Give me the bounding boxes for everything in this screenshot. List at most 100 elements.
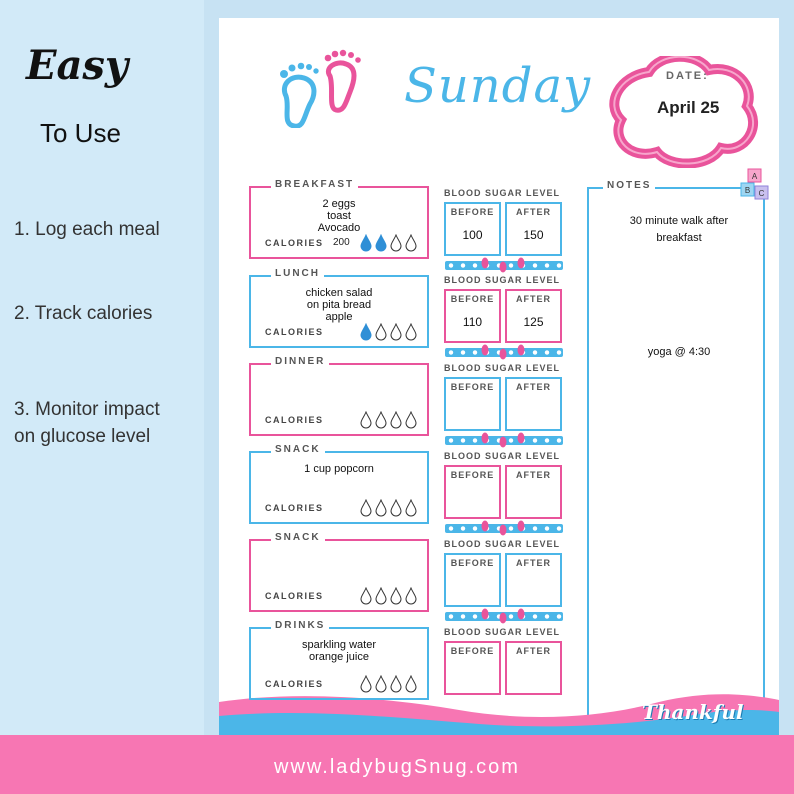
drop-empty-icon [390, 587, 402, 605]
blood-sugar-label: BLOOD SUGAR LEVEL [444, 539, 561, 549]
water-drops [360, 411, 417, 429]
drop-empty-icon [390, 323, 402, 341]
after-value: 125 [523, 315, 544, 329]
calories-label: CALORIES [265, 415, 324, 425]
water-drops [360, 323, 417, 341]
step-log-meal: 1. Log each meal [14, 219, 160, 240]
after-value: 150 [523, 228, 544, 242]
date-value: April 25 [657, 98, 720, 117]
meal-box-3: DINNER CALORIES [249, 356, 429, 436]
before-box: BEFORE [444, 553, 501, 607]
meal-entry: 1 cup popcorn [304, 463, 374, 475]
step-monitor-glucose: 3. Monitor impact on glucose level [14, 399, 160, 447]
meal-label: DRINKS [271, 620, 330, 631]
blood-sugar-label: BLOOD SUGAR LEVEL [444, 188, 561, 198]
after-box: AFTER [505, 553, 562, 607]
before-box: BEFORE [444, 377, 501, 431]
baby-feet-icon [280, 49, 361, 128]
drop-empty-icon [375, 587, 387, 605]
notes-label: NOTES [603, 180, 656, 191]
blood-sugar-label: BLOOD SUGAR LEVEL [444, 275, 561, 285]
step-track-calories: 2. Track calories [14, 303, 153, 324]
drop-empty-icon [390, 411, 402, 429]
pink-footprints-icon [481, 257, 525, 273]
block-letter-a: A [752, 172, 758, 181]
abc-blocks-icon: A B C [740, 168, 769, 200]
footer-banner: www.ladybugSnug.com [0, 735, 794, 794]
meal-label: DINNER [271, 356, 330, 367]
meal-entry: sparkling water orange juice [302, 639, 376, 663]
drop-empty-icon [405, 499, 417, 517]
left-panel: Easy To Use 1. Log each meal 2. Track ca… [0, 0, 210, 735]
after-label: AFTER [516, 470, 551, 480]
footprint-strip [445, 520, 563, 536]
meal-entry: 2 eggs toast Avocado [317, 198, 361, 234]
water-drops [360, 234, 417, 252]
after-label: AFTER [516, 207, 551, 217]
footprint-strip [445, 432, 563, 448]
drop-empty-icon [360, 411, 372, 429]
meal-entry: chicken salad on pita bread apple [305, 287, 373, 323]
drop-empty-icon [360, 675, 372, 693]
before-box: BEFORE [444, 465, 501, 519]
drop-empty-icon [405, 411, 417, 429]
before-label: BEFORE [450, 558, 495, 568]
water-drops [360, 499, 417, 517]
note-yoga: yoga @ 4:30 [647, 346, 711, 358]
drop-empty-icon [405, 587, 417, 605]
calories-value: 200 [333, 237, 350, 248]
drop-empty-icon [375, 411, 387, 429]
subheadline-to-use: To Use [40, 118, 121, 148]
meal-label: SNACK [271, 444, 325, 455]
calories-label: CALORIES [265, 327, 324, 337]
blood-sugar-label: BLOOD SUGAR LEVEL [444, 363, 561, 373]
planner-sheet: Sunday DATE: April 25 NOTES 30 minute wa… [219, 18, 779, 735]
drop-empty-icon [375, 675, 387, 693]
drop-filled-icon [360, 234, 372, 252]
notes-box [587, 187, 765, 727]
blood-sugar-label: BLOOD SUGAR LEVEL [444, 451, 561, 461]
water-drops [360, 587, 417, 605]
after-label: AFTER [516, 382, 551, 392]
block-letter-c: C [759, 189, 765, 198]
block-letter-b: B [745, 186, 750, 195]
after-label: AFTER [516, 558, 551, 568]
date-label: DATE: [666, 70, 709, 82]
drop-empty-icon [360, 499, 372, 517]
before-box: BEFORE [444, 641, 501, 695]
footprint-strip [445, 344, 563, 360]
drop-empty-icon [405, 323, 417, 341]
meal-label: LUNCH [271, 268, 324, 279]
footprint-strip [445, 257, 563, 273]
drop-empty-icon [390, 499, 402, 517]
drop-empty-icon [360, 587, 372, 605]
before-box: BEFORE 110 [444, 289, 501, 343]
after-box: AFTER [505, 641, 562, 695]
after-box: AFTER [505, 465, 562, 519]
pink-footprints-icon [481, 520, 525, 536]
before-value: 110 [462, 315, 483, 329]
note-walk: 30 minute walk after breakfast [629, 215, 729, 244]
blood-sugar-label: BLOOD SUGAR LEVEL [444, 627, 561, 637]
thankful-badge: Thankful [642, 700, 744, 724]
bottom-wave [219, 694, 779, 735]
meal-label: BREAKFAST [271, 179, 359, 190]
drop-empty-icon [375, 499, 387, 517]
drop-empty-icon [405, 675, 417, 693]
before-label: BEFORE [450, 294, 495, 304]
meal-label: SNACK [271, 532, 325, 543]
pink-footprints-icon [481, 344, 525, 360]
after-label: AFTER [516, 646, 551, 656]
drop-empty-icon [390, 234, 402, 252]
after-box: AFTER [505, 377, 562, 431]
drop-filled-icon [375, 234, 387, 252]
calories-label: CALORIES [265, 503, 324, 513]
website-link[interactable]: www.ladybugSnug.com [274, 756, 520, 778]
after-box: AFTER 150 [505, 202, 562, 256]
